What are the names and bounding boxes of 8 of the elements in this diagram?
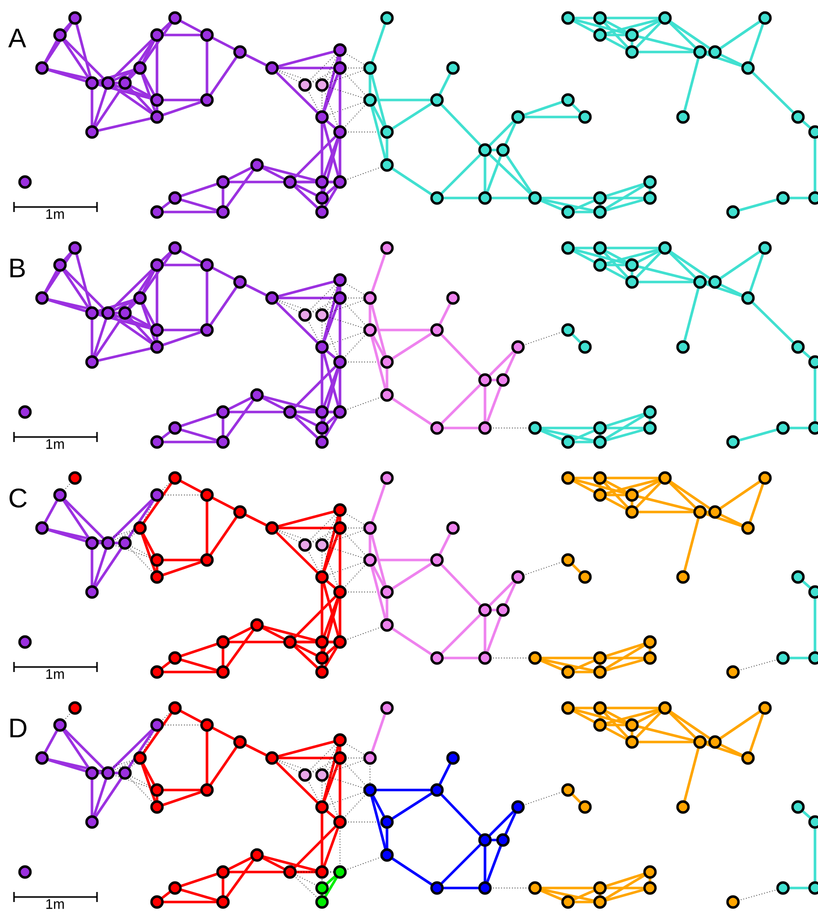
panel-label: D — [10, 718, 26, 738]
panel-label: A — [8, 28, 26, 48]
scale-label: 1m — [46, 439, 64, 449]
scale-label: 1m — [46, 209, 64, 219]
scale-label: 1m — [46, 669, 64, 679]
scale-label: 1m — [46, 899, 64, 909]
panel-label: B — [10, 258, 25, 278]
panel-label: C — [10, 488, 27, 508]
